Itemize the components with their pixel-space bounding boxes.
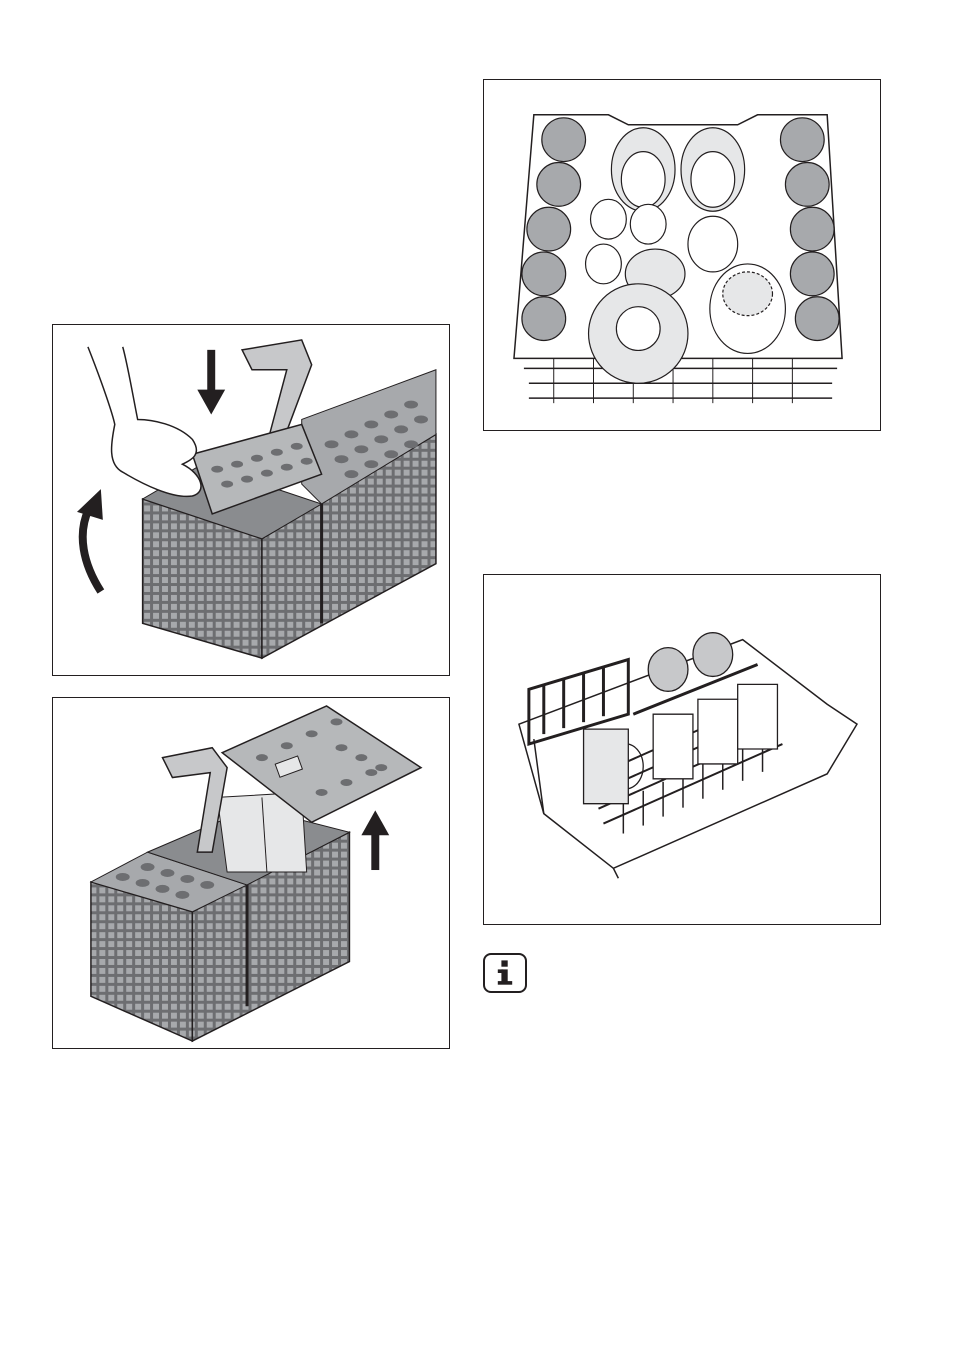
up-arrow-icon: [361, 810, 389, 870]
lower-rack-illustration: [484, 80, 880, 430]
upper-rack-figure: [483, 574, 881, 925]
lower-rack-figure: [483, 79, 881, 431]
down-arrow-icon: [197, 350, 225, 415]
hand-illustration: [88, 347, 201, 497]
cutlery-basket: [143, 340, 436, 658]
upper-rack-illustration: [484, 575, 880, 924]
info-icon: [483, 953, 527, 993]
teapot: [710, 264, 786, 353]
cutlery-basket-open-figure: [52, 697, 450, 1049]
curved-up-arrow-icon: [77, 489, 103, 591]
cutlery-basket-open-illustration: [53, 698, 449, 1048]
cutlery-basket-close-figure: [52, 324, 450, 676]
cutlery-basket-close-illustration: [53, 325, 449, 675]
